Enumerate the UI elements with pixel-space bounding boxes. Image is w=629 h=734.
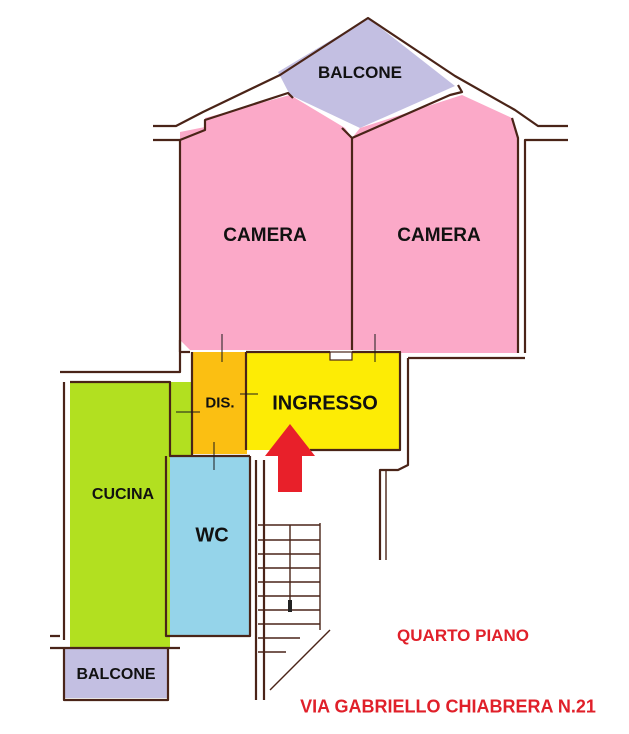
camera-left-label: CAMERA — [223, 225, 307, 246]
wc-area — [170, 456, 250, 636]
camera-right-label: CAMERA — [397, 225, 481, 246]
camera-right-area — [352, 95, 518, 353]
balcone-top-area — [278, 18, 455, 128]
cucina-area — [70, 382, 170, 648]
dis-area — [192, 352, 247, 454]
address-label: VIA GABRIELLO CHIABRERA N.21 — [300, 696, 596, 717]
stairs — [258, 523, 331, 691]
balcone-bottom-area — [64, 648, 168, 698]
balcone-bottom-label: BALCONE — [76, 666, 156, 683]
entrance-arrow-icon — [265, 424, 315, 492]
dis-label: DIS. — [205, 394, 235, 412]
floor-label: QUARTO PIANO — [397, 626, 529, 645]
wc-label: WC — [195, 524, 229, 547]
balcone-top-label: BALCONE — [317, 63, 403, 82]
camera-left-area — [180, 95, 352, 350]
ingresso-area — [247, 352, 400, 450]
cucina-label: CUCINA — [91, 486, 155, 503]
ingresso-label: INGRESSO — [272, 392, 378, 415]
